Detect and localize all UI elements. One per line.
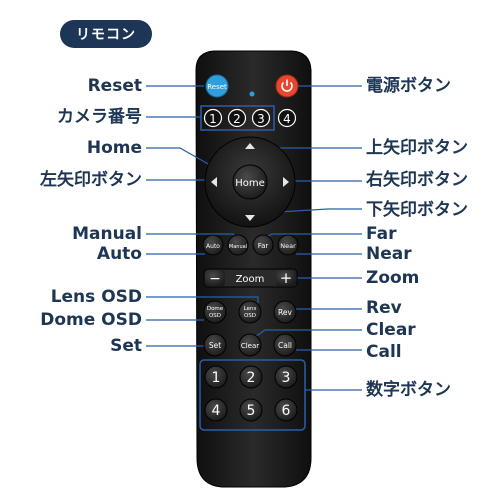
zoom-rocker	[203, 268, 298, 288]
camera-button-4[interactable]	[277, 108, 297, 128]
callout-left-arrow: 左矢印ボタン	[40, 170, 142, 190]
down-arrow-icon[interactable]	[245, 215, 255, 221]
rev-button-label: Rev	[278, 308, 292, 317]
zoom-minus-label: −	[209, 271, 221, 287]
camera-number-group	[200, 105, 275, 131]
page-title-badge: リモコン	[60, 20, 152, 48]
callout-home: Home	[86, 138, 142, 158]
reset-button-label: Reset	[207, 83, 227, 91]
dome-osd-line2: OSD	[209, 313, 221, 319]
auto-button[interactable]	[202, 234, 224, 256]
right-arrow-icon[interactable]	[283, 177, 289, 187]
camera-button-3-label: 3	[257, 112, 265, 126]
number-key-5[interactable]	[239, 398, 263, 422]
number-key-6-label: 6	[282, 403, 291, 419]
callout-power: 電源ボタン	[366, 76, 451, 96]
camera-button-3[interactable]	[251, 108, 271, 128]
call-button[interactable]	[273, 333, 297, 357]
number-key-4-label: 4	[212, 403, 221, 419]
callout-set: Set	[110, 336, 142, 356]
camera-button-1[interactable]	[203, 108, 223, 128]
reset-button[interactable]	[205, 74, 229, 98]
lens-osd-line2: OSD	[244, 313, 256, 319]
auto-button-label: Auto	[206, 243, 220, 250]
callout-numbers: 数字ボタン	[366, 380, 451, 400]
callout-zoom: Zoom	[366, 268, 420, 288]
callout-camera-number: カメラ番号	[57, 107, 142, 127]
dome-osd-button[interactable]	[203, 300, 227, 324]
callout-call: Call	[366, 342, 402, 362]
manual-button[interactable]	[227, 234, 249, 256]
camera-buttons: 1 2 3 4	[203, 108, 297, 128]
callout-lens-osd: Lens OSD	[50, 287, 142, 307]
manual-button-label: Manual	[229, 244, 247, 250]
number-key-2[interactable]	[239, 365, 263, 389]
dome-osd-line1: Dome	[207, 306, 224, 312]
number-key-4[interactable]	[204, 398, 228, 422]
camera-button-4-label: 4	[283, 112, 291, 126]
number-key-6[interactable]	[274, 398, 298, 422]
number-key-1[interactable]	[204, 365, 228, 389]
power-icon	[281, 79, 293, 92]
zoom-plus-button[interactable]	[276, 270, 296, 286]
set-button[interactable]	[203, 333, 227, 357]
rev-button[interactable]	[273, 300, 297, 324]
callout-up-arrow: 上矢印ボタン	[366, 138, 468, 158]
zoom-minus-button[interactable]	[205, 270, 225, 286]
callout-far: Far	[366, 224, 397, 244]
clear-button[interactable]	[238, 333, 262, 357]
zoom-label: Zoom	[236, 274, 265, 285]
callout-reset: Reset	[87, 76, 142, 96]
callout-dome-osd: Dome OSD	[40, 310, 142, 330]
status-led	[249, 91, 255, 97]
number-key-2-label: 2	[247, 370, 256, 386]
set-button-label: Set	[209, 341, 221, 350]
callout-manual: Manual	[72, 224, 142, 244]
far-button-label: Far	[258, 242, 269, 250]
home-button[interactable]	[232, 164, 268, 200]
clear-button-label: Clear	[241, 342, 259, 350]
number-key-3[interactable]	[274, 365, 298, 389]
near-button-label: Near	[280, 242, 296, 250]
zoom-plus-label: +	[280, 269, 293, 287]
leader-lines	[146, 85, 362, 391]
callout-near: Near	[366, 244, 412, 264]
call-button-label: Call	[278, 341, 292, 350]
number-key-1-label: 1	[212, 370, 221, 386]
callout-right-arrow: 右矢印ボタン	[366, 170, 468, 190]
home-button-label: Home	[235, 178, 265, 189]
far-button[interactable]	[252, 234, 274, 256]
left-arrow-icon[interactable]	[211, 177, 217, 187]
up-arrow-icon[interactable]	[245, 143, 255, 149]
number-key-3-label: 3	[282, 370, 291, 386]
callout-rev: Rev	[366, 298, 402, 318]
camera-button-1-label: 1	[209, 112, 217, 126]
lens-osd-line1: Lens	[244, 306, 257, 312]
camera-button-2-label: 2	[233, 112, 241, 126]
callout-auto: Auto	[96, 244, 142, 264]
number-keypad-group	[199, 359, 306, 431]
camera-button-2[interactable]	[227, 108, 247, 128]
near-button[interactable]	[277, 234, 299, 256]
number-key-5-label: 5	[247, 403, 256, 419]
callout-clear: Clear	[366, 320, 416, 340]
lens-osd-button[interactable]	[238, 300, 262, 324]
callout-down-arrow: 下矢印ボタン	[366, 200, 468, 220]
